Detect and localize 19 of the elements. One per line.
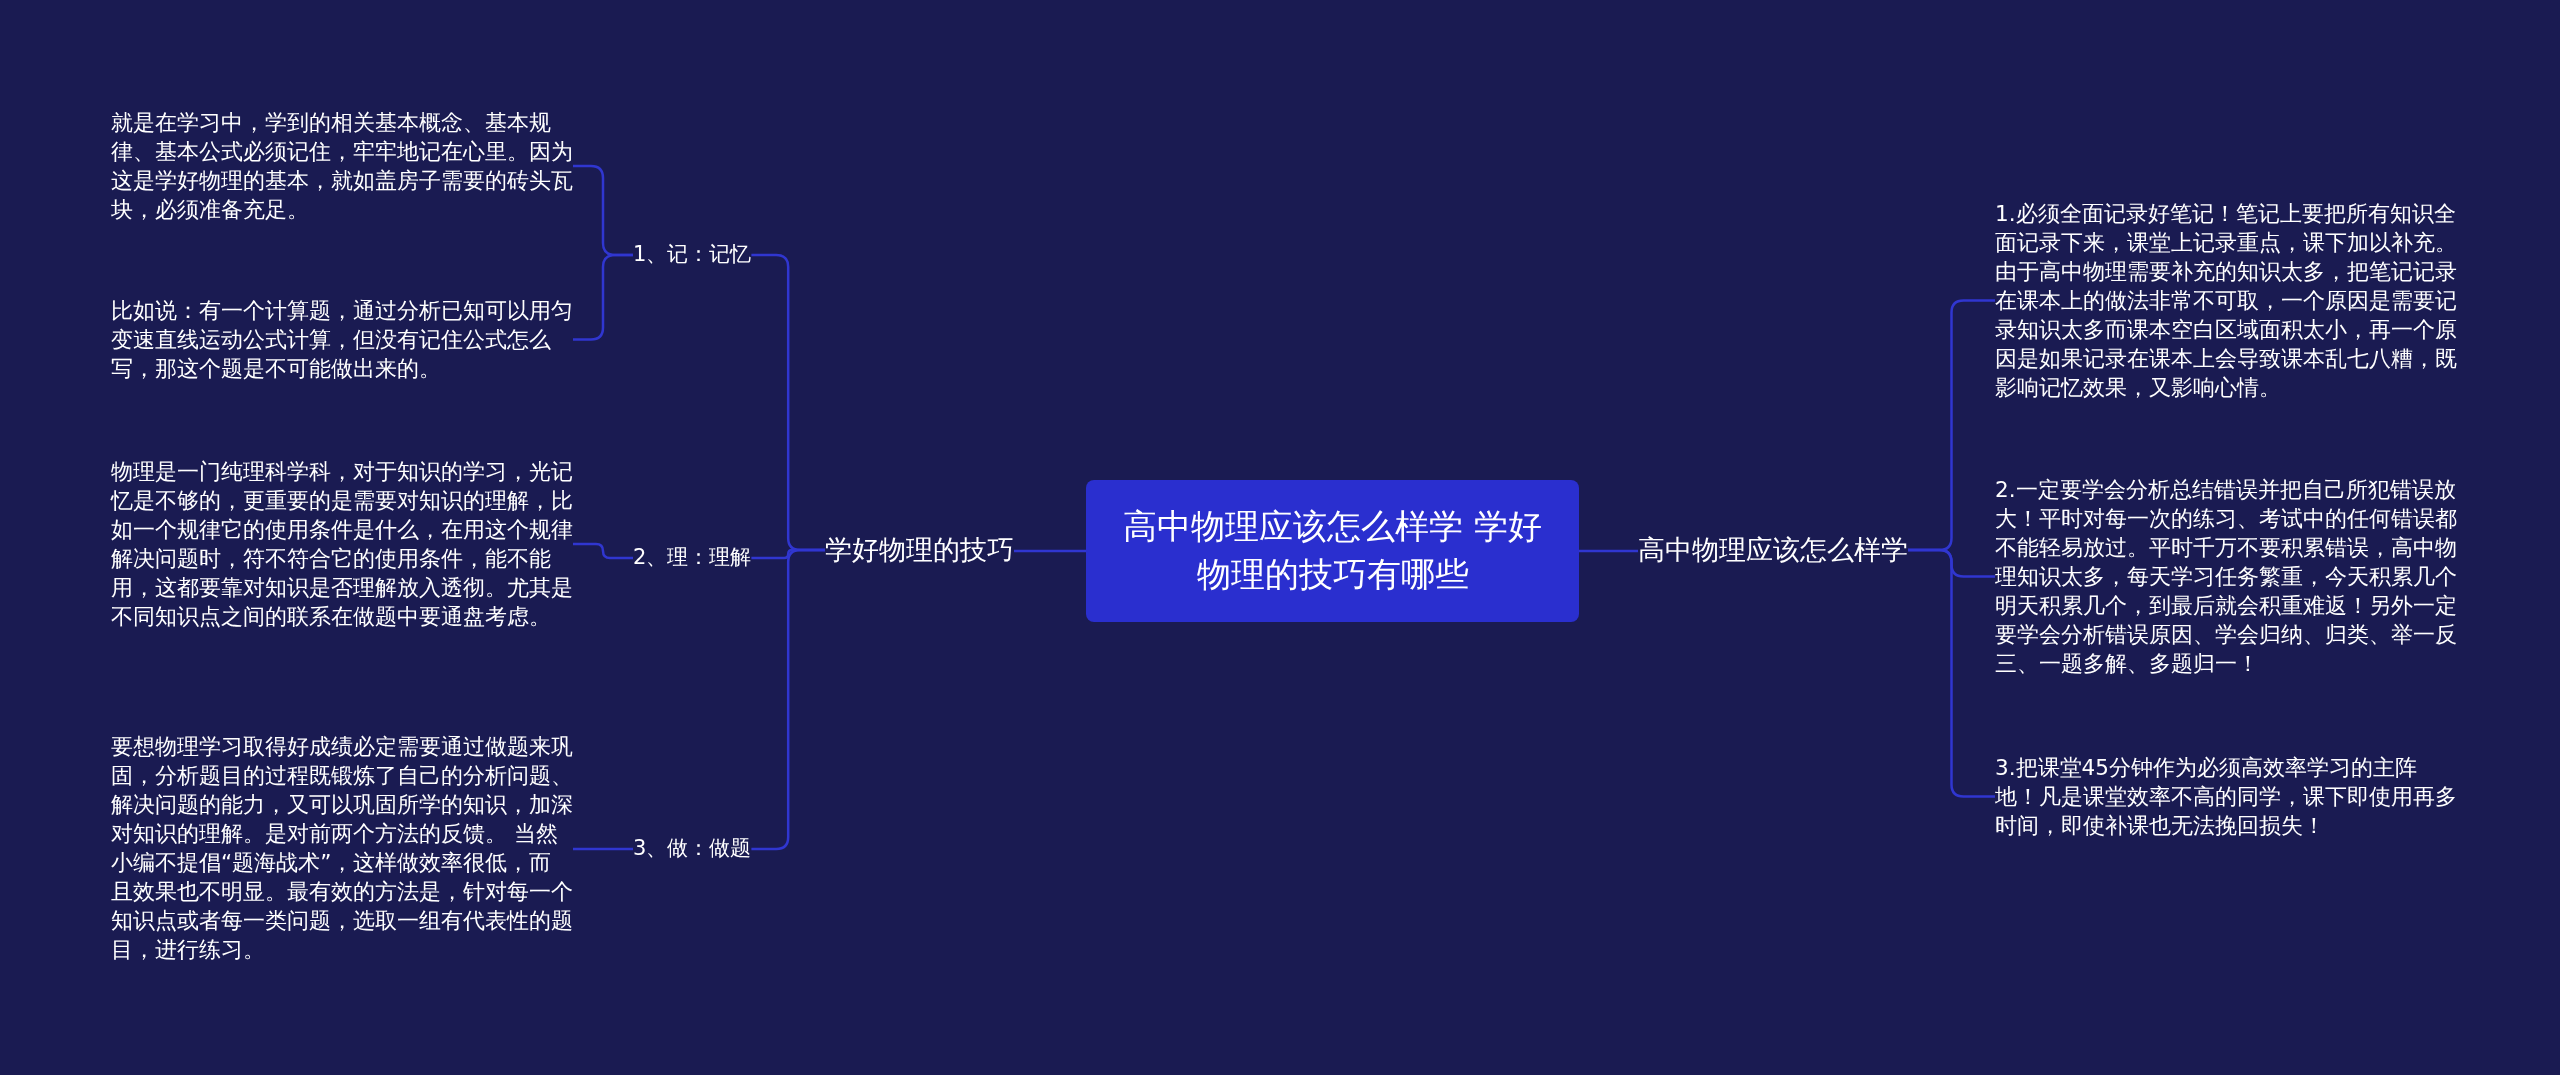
branch-label: 高中物理应该怎么样学: [1638, 528, 1908, 572]
central-topic-box: 高中物理应该怎么样学 学好物理的技巧有哪些: [1086, 480, 1579, 622]
note-text: 就是在学习中，学到的相关基本概念、基本规律、基本公式必须记住，牢牢地记在心里。因为这是学好物理的基本，就如盖房子需要的砖头瓦块，必须准备充足。: [111, 108, 573, 224]
note-text: 2.一定要学会分析总结错误并把自己所犯错误放大！平时对每一次的练习、考试中的任何错误都不能轻易放过。平时千万不要积累错误，高中物理知识太多，每天学习任务繁重，今天积累几个明天积累几个，到最后就会积重难返！另外一定要学会分析错误原因、学会归纳、归类、举一反三、一题多解、多题归一！: [1995, 475, 2457, 678]
note-text: 1.必须全面记录好笔记！笔记上要把所有知识全面记录下来，课堂上记录重点，课下加以补充。由于高中物理需要补充的知识太多，把笔记记录在课本上的做法非常不可取，一个原因是需要记录知识太多而课本空白区域面积太小，再一个原因是如果记录在课本上会导致课本乱七八糟，既影响记忆效果，又影响心情。: [1995, 199, 2457, 402]
subtopic-label: 3、做：做题: [633, 833, 752, 865]
subtopic-label: 2、理：理解: [633, 542, 752, 574]
note-text: 要想物理学习取得好成绩必定需要通过做题来巩固，分析题目的过程既锻炼了自己的分析问题、解决问题的能力，又可以巩固所学的知识，加深对知识的理解。是对前两个方法的反馈。 当然小编不提倡“题海战术”，这样做效率很低，而且效果也不明显。最有效的方法是，针对每一个知识点或者每一类问题，选取一组有代表性的题目，进行练习。: [111, 732, 573, 964]
connector-line: [1579, 549, 1638, 553]
note-text: 比如说：有一个计算题，通过分析已知可以用匀变速直线运动公式计算，但没有记住公式怎么写，那这个题是不可能做出来的。: [111, 296, 573, 383]
connector-line: [751, 548, 825, 851]
note-text: 物理是一门纯理科学科，对于知识的学习，光记忆是不够的，更重要的是需要对知识的理解，比如一个规律它的使用条件是什么，在用这个规律解决问题时，符不符合它的使用条件，能不能用，这都要靠对知识是否理解放入透彻。尤其是不同知识点之间的联系在做题中要通盘考虑。: [111, 457, 573, 631]
subtopic-label: 1、记：记忆: [633, 239, 752, 271]
branch-label: 学好物理的技巧: [825, 528, 1014, 572]
note-text: 3.把课堂45分钟作为必须高效率学习的主阵地！凡是课堂效率不高的同学，课下即使用再多时间，即使补课也无法挽回损失！: [1995, 753, 2457, 840]
connector-line: [573, 847, 633, 851]
connector-line: [1908, 548, 1995, 798]
connector-line: [1014, 549, 1086, 553]
connector-line: [573, 542, 633, 560]
